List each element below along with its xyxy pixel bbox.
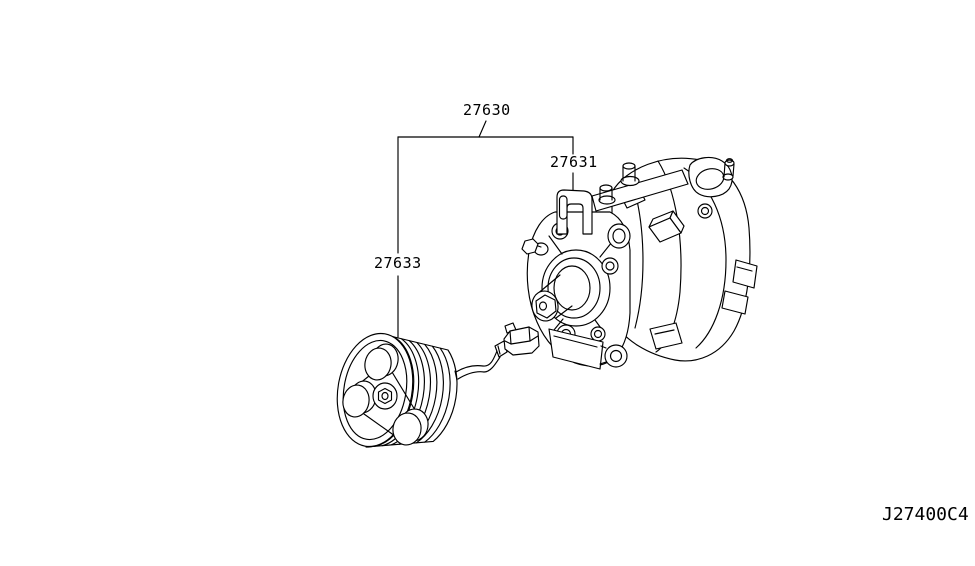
- harness-connector-drawing: [454, 322, 540, 381]
- part-label-assembly: 27630: [463, 101, 511, 119]
- figure-code: J27400C4: [882, 504, 969, 525]
- part-label-clutch-pulley: 27633: [374, 254, 422, 272]
- leader-lines: [397, 120, 574, 338]
- part-label-compressor: 27631: [550, 153, 598, 171]
- compressor-drawing: [521, 156, 758, 370]
- clutch-pulley-drawing: [336, 332, 458, 448]
